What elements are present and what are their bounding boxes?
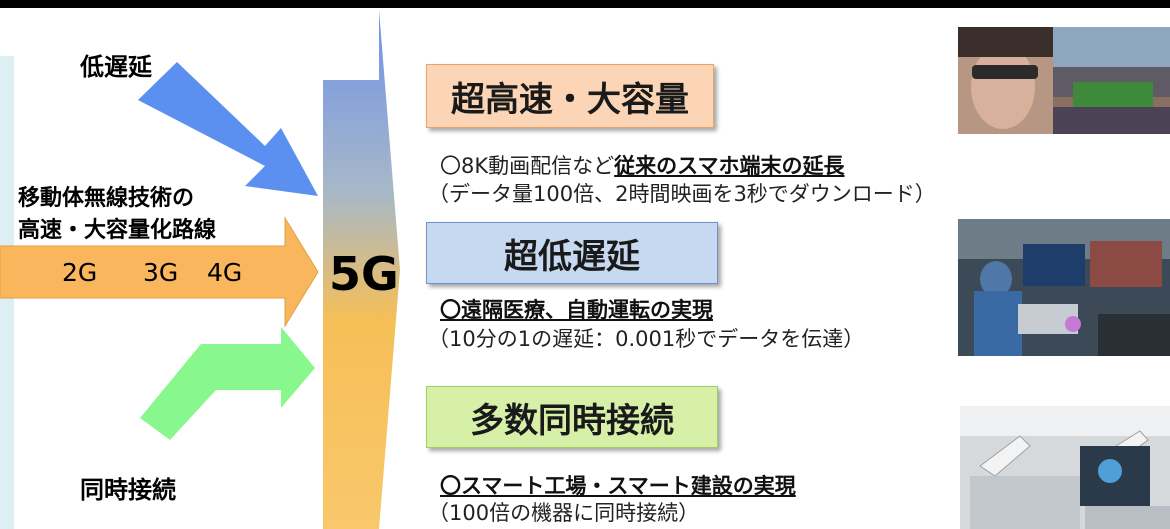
label-simultaneous: 同時接続 [80,476,176,504]
feature-1-line2: （データ量100倍、2時間映画を3秒でダウンロード） [428,182,936,206]
label-5g: 5G [329,247,399,301]
feature-box-low-latency: 超低遅延 [426,222,718,284]
feature-box-massive-connection: 多数同時接続 [426,386,718,448]
top-bar [0,0,1170,8]
smart-factory-photo [960,406,1170,529]
label-mobile-line2: 高速・大容量化路線 [18,218,217,243]
label-low-latency: 低遅延 [80,53,152,81]
green-arrow [140,327,315,440]
5g-chevron [323,10,400,529]
gen-3g: 3G [143,258,179,287]
gen-4g: 4G [207,258,243,287]
remote-surgery-photo [958,219,1170,356]
feature-box-high-speed: 超高速・大容量 [426,64,714,128]
feature-3-line1: 〇スマート工場・スマート建設の実現 [440,474,796,498]
feature-3-line2: （100倍の機器に同時接続） [428,501,700,525]
stadium-vr-photo [958,27,1170,134]
blue-arrow [138,62,318,196]
feature-2-line2: （10分の1の遅延：0.001秒でデータを伝達） [428,327,865,351]
orange-arrow [0,216,319,328]
label-mobile-line1: 移動体無線技術の [18,186,195,211]
feature-1-line1: 〇8K動画配信など従来のスマホ端末の延長 [440,154,845,178]
gen-2g: 2G [62,258,98,287]
feature-2-line1: 〇遠隔医療、自動運転の実現 [440,298,713,322]
